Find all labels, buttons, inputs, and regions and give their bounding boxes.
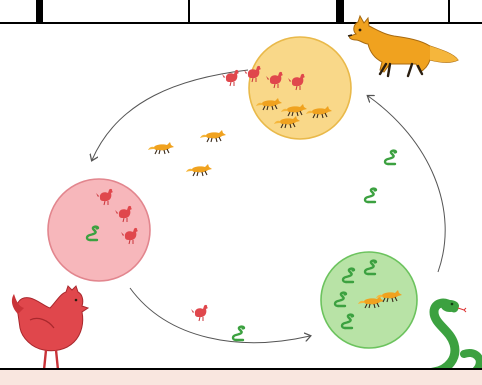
chicken-icon bbox=[12, 286, 88, 374]
fox-icon bbox=[186, 164, 212, 176]
fox-icon bbox=[200, 130, 226, 142]
snake-icon bbox=[385, 150, 397, 164]
chicken-icon bbox=[191, 305, 208, 321]
fox-icon bbox=[148, 142, 174, 154]
arrow-chicken-to-snake bbox=[130, 288, 310, 343]
fox-icon bbox=[348, 16, 458, 76]
bottom-strip bbox=[0, 368, 482, 385]
transit-fox-to-chicken bbox=[148, 130, 226, 176]
snake-icon bbox=[365, 188, 377, 202]
arrow-snake-to-fox bbox=[368, 96, 445, 272]
snake-icon bbox=[233, 326, 245, 340]
transit-snake-to-fox bbox=[365, 150, 397, 202]
